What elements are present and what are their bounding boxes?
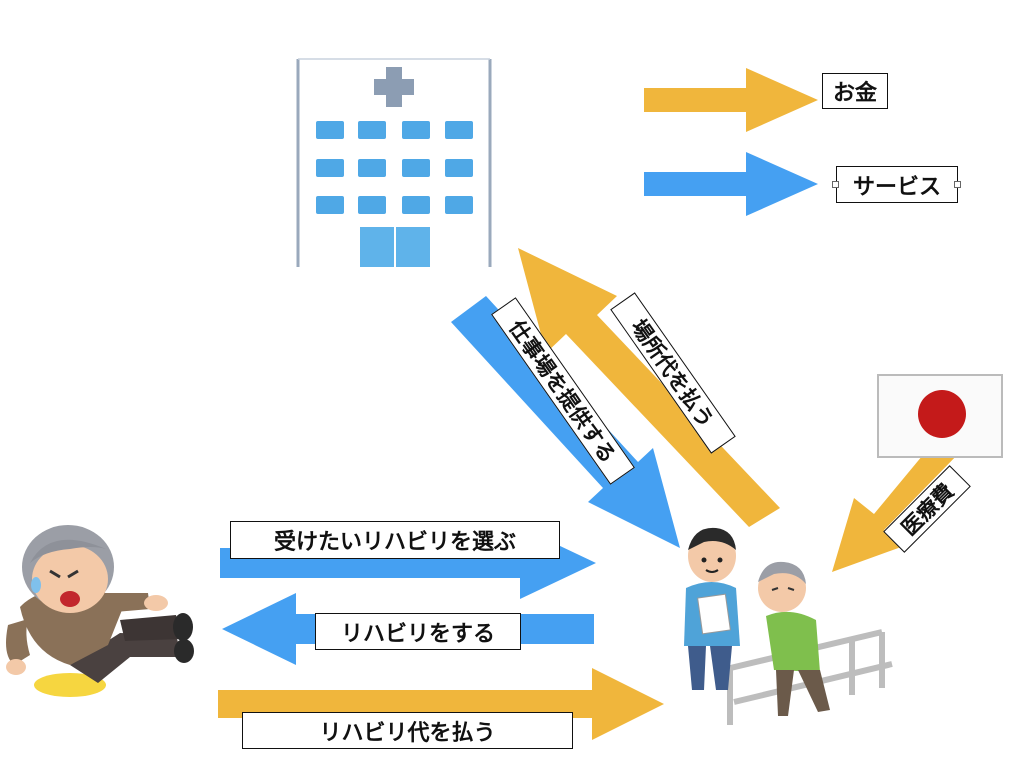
medical-fee-arrow [832, 432, 962, 572]
pay-rehab-label: リハビリ代を払う [242, 712, 573, 749]
falling-elderly-man-icon [6, 525, 194, 697]
money-legend-arrow [644, 68, 818, 132]
money-legend-label: お金 [822, 73, 888, 109]
choose-rehab-label: 受けたいリハビリを選ぶ [230, 521, 560, 559]
location-fee-arrow [518, 248, 780, 527]
legend-arrows [644, 68, 818, 216]
pay-rehab-arrow [218, 668, 664, 740]
therapist-with-patient-icon [684, 527, 893, 725]
do-rehab-label: リハビリをする [315, 613, 521, 650]
service-legend-label: サービス [836, 166, 958, 203]
selection-handle-left[interactable] [832, 181, 839, 188]
selection-handle-right[interactable] [954, 181, 961, 188]
choose-rehab-arrow [220, 527, 596, 599]
hospital-building-icon [296, 58, 492, 267]
service-legend-arrow [644, 152, 818, 216]
japan-flag-icon [877, 374, 1003, 458]
